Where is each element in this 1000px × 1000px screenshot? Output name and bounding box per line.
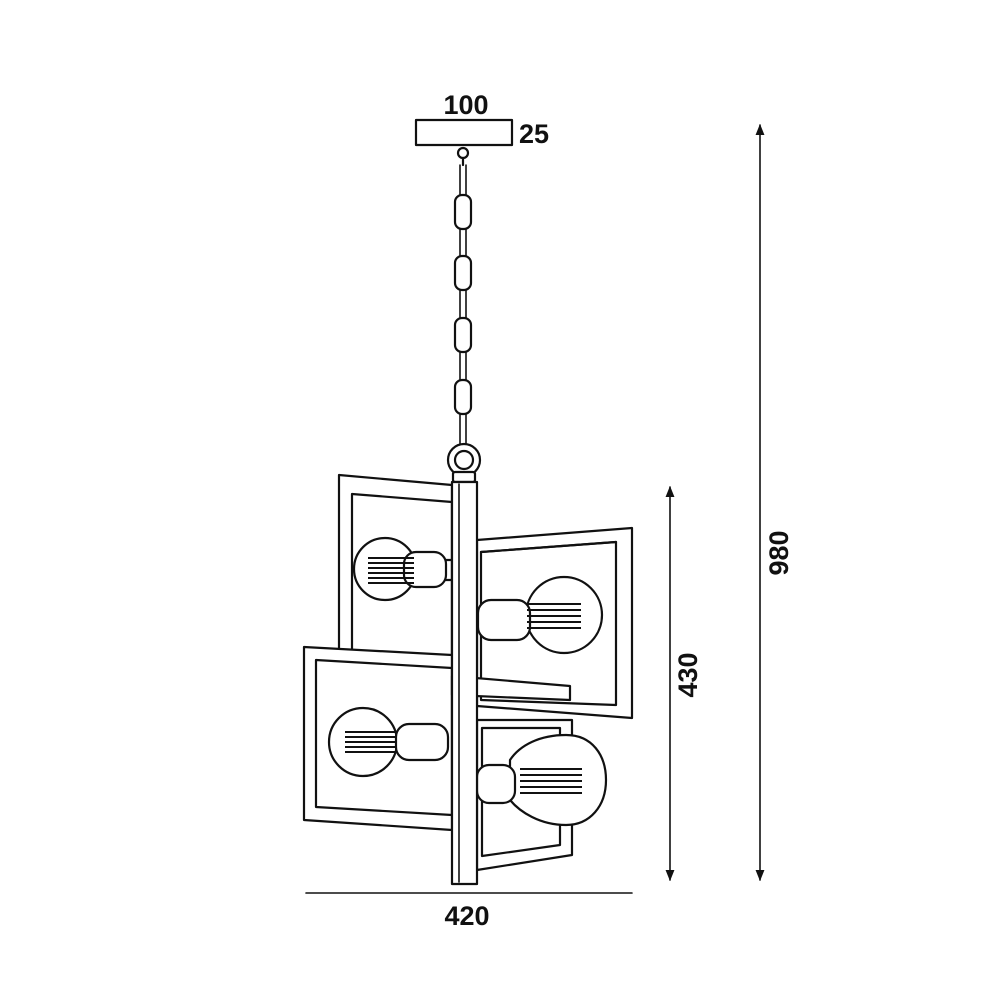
bulb-bottom-right xyxy=(475,733,608,827)
filament-icon xyxy=(368,557,414,584)
shackle-ring xyxy=(446,442,482,484)
suspension-chain xyxy=(453,164,473,451)
canopy-hook xyxy=(456,146,470,167)
ceiling-canopy xyxy=(414,118,514,147)
bulb-top-right xyxy=(476,575,604,655)
total-height-label: 980 xyxy=(764,530,794,575)
filament-icon xyxy=(520,768,582,794)
filament-icon xyxy=(345,731,397,753)
canopy-height-label: 25 xyxy=(519,119,549,149)
bulb-bottom-left xyxy=(327,706,450,778)
central-rod xyxy=(450,480,479,886)
bulb-top-left xyxy=(352,536,454,602)
filament-icon xyxy=(527,603,581,629)
canopy-width-label: 100 xyxy=(443,90,488,120)
body-width-label: 420 xyxy=(444,901,489,931)
body-height-label: 430 xyxy=(673,652,703,697)
